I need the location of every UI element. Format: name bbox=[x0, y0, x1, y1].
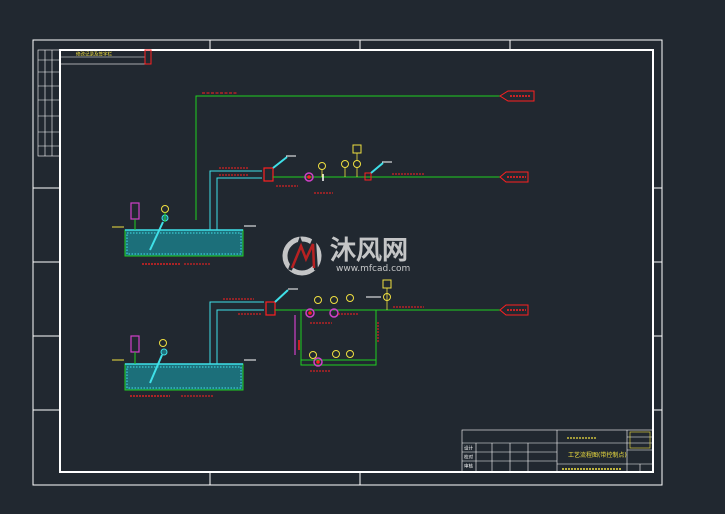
zone-ticks bbox=[33, 40, 662, 485]
upper-agitator-shaft bbox=[149, 221, 164, 251]
lower-outlet-arrow-flag bbox=[499, 304, 529, 316]
lower-pump-2-icon bbox=[329, 308, 339, 318]
upper-vent-arrow-flag bbox=[499, 90, 535, 102]
upper-outlet-pipe-b bbox=[216, 177, 262, 230]
revision-table-header: 修改记录及签字栏 bbox=[76, 51, 112, 58]
upper-pump-icon bbox=[304, 172, 314, 182]
revision-table bbox=[37, 49, 146, 157]
title-block-row-1: 设计 bbox=[464, 445, 473, 452]
watermark: 沐风网 www.mfcad.com bbox=[282, 236, 410, 276]
lower-tank-instrument-icon bbox=[159, 339, 167, 347]
lower-tank bbox=[124, 363, 244, 391]
title-block-row-2: 校对 bbox=[464, 454, 473, 461]
lower-tank-media bbox=[126, 366, 242, 389]
lower-agitator-shaft bbox=[149, 354, 163, 384]
lower-instrument-2-icon bbox=[330, 296, 338, 304]
upper-valve-icon bbox=[263, 167, 274, 182]
lower-instrument-6-icon bbox=[346, 350, 354, 358]
lower-instrument-1-icon bbox=[314, 296, 322, 304]
lower-pump-3-core bbox=[316, 360, 320, 364]
title-block bbox=[461, 429, 654, 473]
upper-analyzer-icon bbox=[352, 144, 362, 154]
revision-table-marker bbox=[144, 49, 152, 65]
upper-mixer-line bbox=[272, 156, 288, 169]
upper-tank-media bbox=[126, 232, 242, 255]
upper-sample-line bbox=[370, 162, 384, 174]
lower-pump-3-icon bbox=[313, 357, 323, 367]
upper-inline-valve-icon bbox=[364, 172, 372, 181]
lower-instrument-4-icon bbox=[309, 351, 317, 359]
upper-outlet-pipe-a bbox=[209, 170, 262, 230]
upper-pressure-gauge-icon bbox=[341, 160, 349, 168]
drawing-title: 工艺流程图(带控制点) bbox=[568, 451, 627, 459]
lower-instrument-5-icon bbox=[332, 350, 340, 358]
title-block-row-3: 审核 bbox=[464, 463, 473, 470]
lower-valve-icon bbox=[265, 301, 276, 316]
lower-analyzer-icon bbox=[382, 279, 392, 289]
logo-icon bbox=[282, 236, 322, 276]
lower-level-transmitter bbox=[130, 335, 140, 353]
lower-outlet-pipe-a bbox=[209, 301, 264, 364]
upper-pump-core bbox=[307, 175, 311, 179]
upper-temp-gauge-icon bbox=[353, 160, 361, 168]
lower-instrument-3-icon bbox=[346, 294, 354, 302]
lower-agitator-motor bbox=[160, 348, 168, 356]
lower-pump-1-icon bbox=[305, 308, 315, 318]
watermark-brand: 沐风网 bbox=[330, 236, 408, 266]
upper-tank-instrument-icon bbox=[161, 205, 169, 213]
inner-border bbox=[59, 49, 654, 473]
upper-tank bbox=[124, 229, 244, 257]
upper-vent-line bbox=[195, 95, 500, 220]
lower-outlet-pipe-b bbox=[216, 309, 264, 364]
upper-outlet-arrow-flag bbox=[499, 171, 529, 183]
upper-flow-instrument-icon bbox=[318, 162, 326, 170]
lower-pump-1-core bbox=[308, 311, 312, 315]
lower-mixer-line bbox=[274, 289, 289, 303]
lower-bypass-loop bbox=[300, 309, 377, 366]
upper-level-transmitter bbox=[130, 202, 140, 220]
title-block-stamp bbox=[629, 431, 651, 449]
watermark-url: www.mfcad.com bbox=[336, 264, 410, 274]
